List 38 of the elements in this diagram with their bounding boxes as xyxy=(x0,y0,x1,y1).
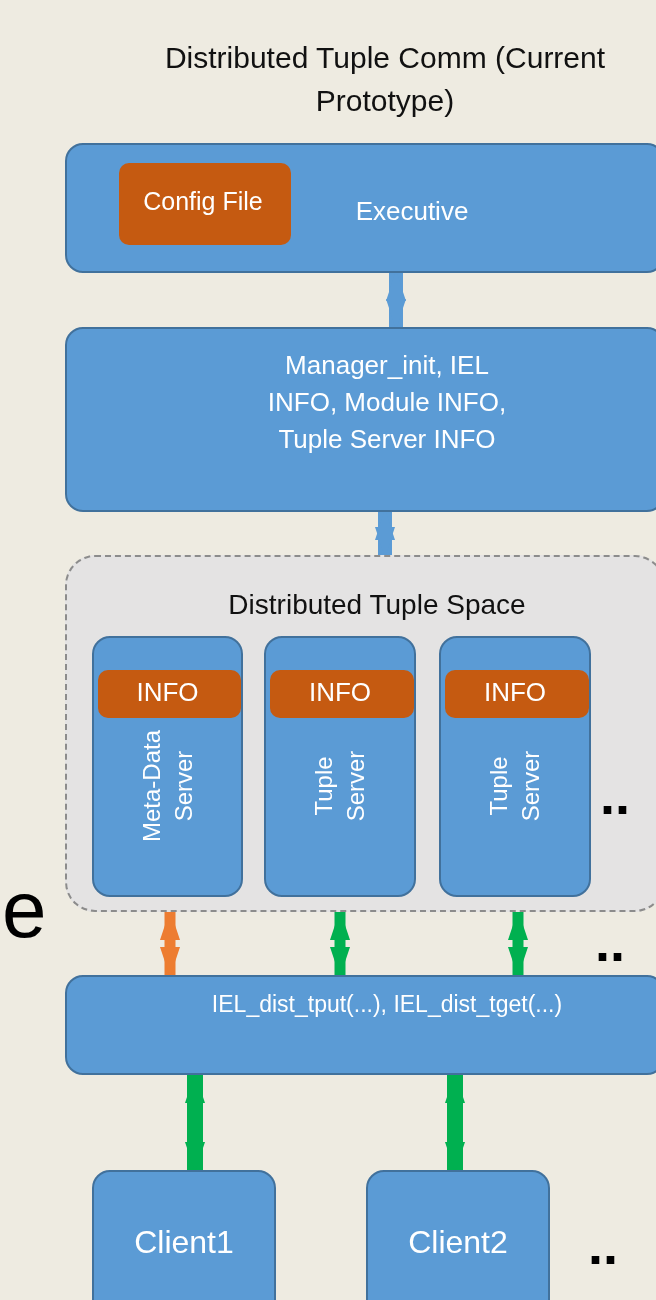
double-arrow xyxy=(445,1073,465,1172)
client-box xyxy=(92,1170,276,1300)
server-column xyxy=(439,636,591,897)
info-bar xyxy=(445,670,589,718)
node-text: Client1 xyxy=(133,1223,235,1262)
double-arrow xyxy=(185,1073,205,1172)
manager-panel xyxy=(65,327,656,512)
double-arrow xyxy=(386,271,406,329)
ellipsis: .. xyxy=(588,1218,618,1272)
ellipsis: .. xyxy=(600,768,630,822)
node-text: Tuple Server xyxy=(309,749,370,824)
executive-panel xyxy=(65,143,656,273)
server-column xyxy=(264,636,416,897)
node-text: Meta-Data Server xyxy=(136,729,198,845)
client-box xyxy=(366,1170,550,1300)
node-text: Executive xyxy=(354,195,470,228)
info-bar xyxy=(98,670,241,718)
double-arrow xyxy=(508,910,528,977)
title: Distributed Tuple Comm (Current Prototype) xyxy=(163,40,607,119)
node-text: INFO xyxy=(482,675,548,709)
node-text: INFO xyxy=(135,675,200,709)
server-column xyxy=(92,636,243,897)
double-arrow xyxy=(330,910,350,977)
text-fragment: e xyxy=(2,870,47,950)
double-arrow xyxy=(375,510,395,557)
node-text: Distributed Tuple Space xyxy=(227,588,527,622)
node-text: Config File xyxy=(142,186,264,218)
info-bar xyxy=(270,670,414,718)
node-text: Tuple Server xyxy=(484,749,545,824)
node-text: Manager_init, IEL INFO, Module INFO, Tuple Server INFO xyxy=(266,349,508,456)
ellipsis: .. xyxy=(595,915,625,969)
double-arrow xyxy=(160,910,180,977)
config-box xyxy=(119,163,291,245)
node-text: INFO xyxy=(307,675,373,709)
api-panel xyxy=(65,975,656,1075)
node-text: IEL_dist_tput(...), IEL_dist_tget(...) xyxy=(210,990,564,1019)
node-text: Client2 xyxy=(407,1223,509,1262)
tuple-space-panel xyxy=(65,555,656,912)
